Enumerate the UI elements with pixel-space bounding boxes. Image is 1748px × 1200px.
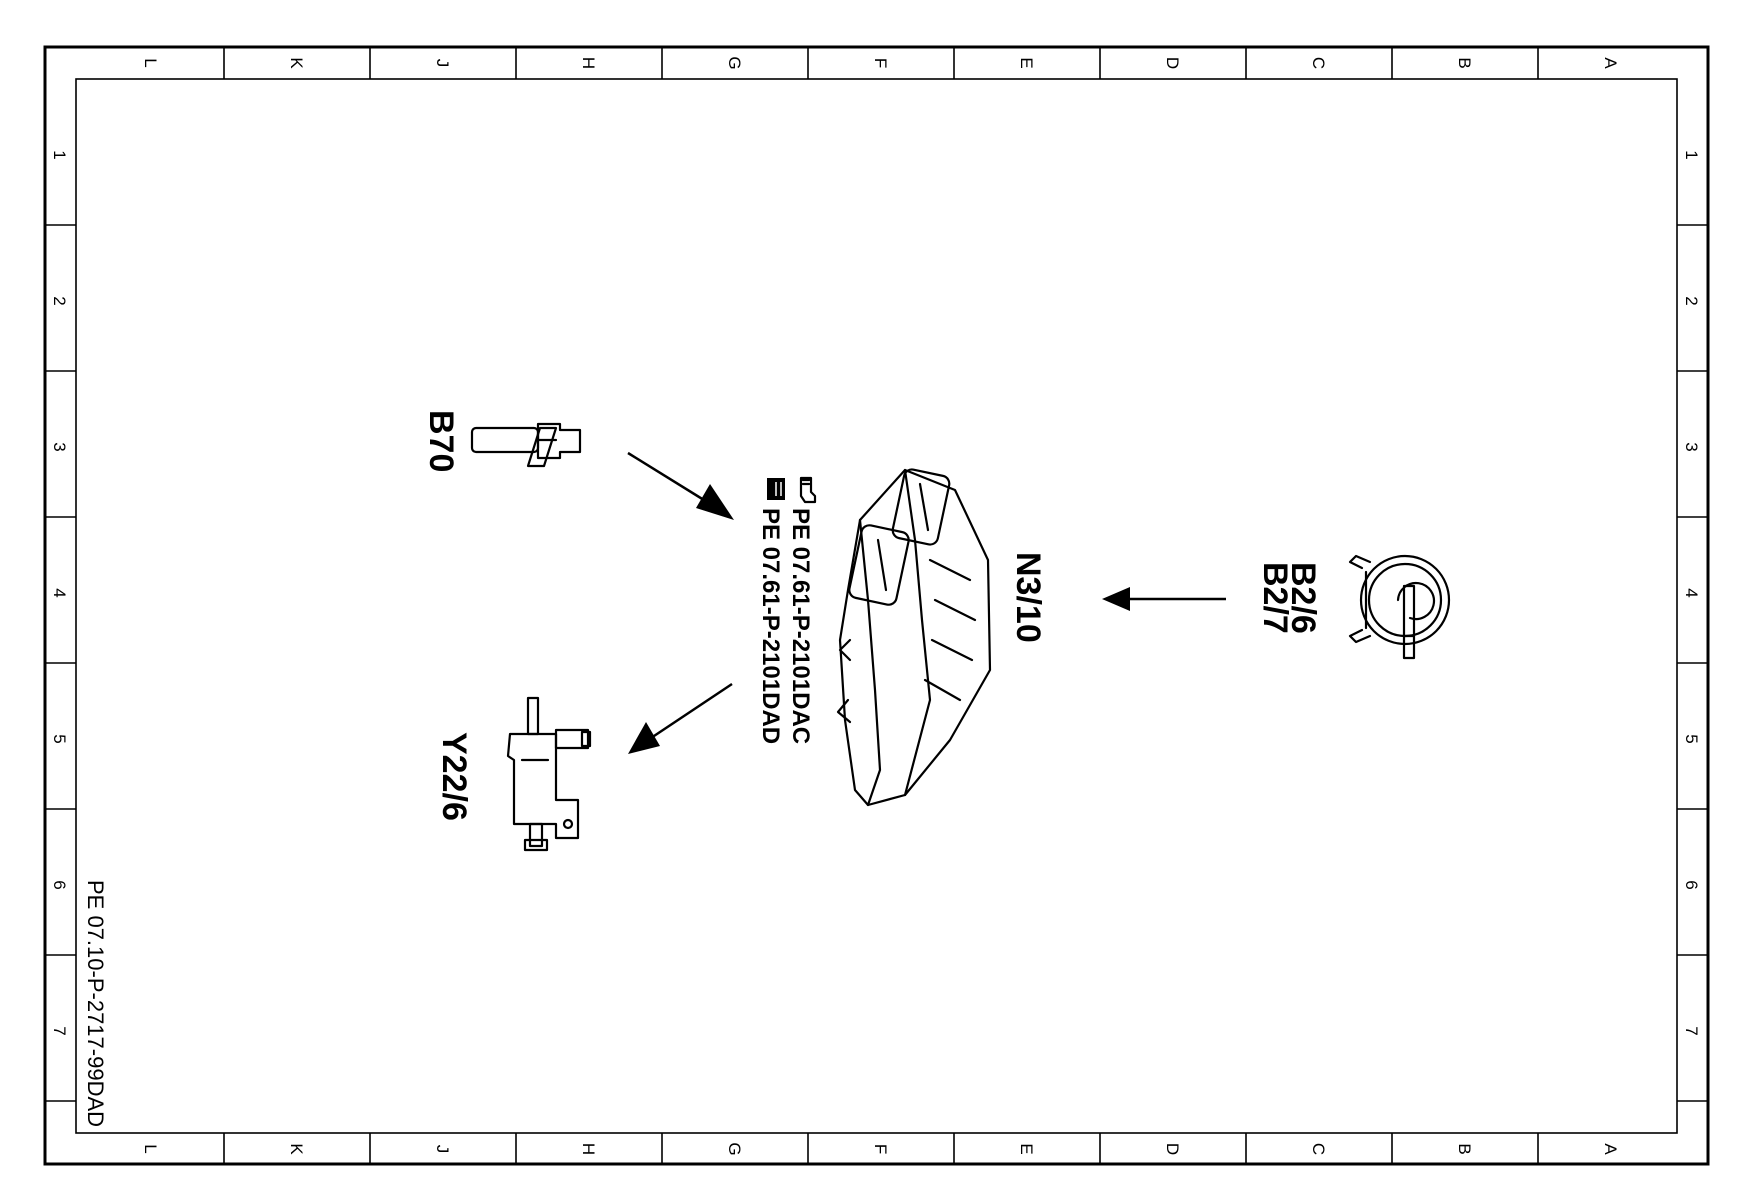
frame-ticks: [45, 47, 1708, 1164]
outer-frame: [43, 45, 1710, 1166]
row-label-right: 5: [1682, 734, 1701, 743]
reference-2: PE 07.61-P-2101DAD: [757, 478, 785, 744]
pointing-hand-icon: [799, 476, 817, 504]
row-label-left: 2: [50, 296, 69, 305]
row-label-right: 2: [1682, 296, 1701, 305]
column-label-bottom: D: [1163, 1143, 1182, 1155]
arrow-b70-to-ecu: [627, 451, 734, 520]
column-label-top: E: [1017, 57, 1036, 68]
column-label-top: J: [433, 59, 452, 68]
column-label-top: F: [871, 58, 890, 68]
row-label-right: 6: [1682, 880, 1701, 889]
inner-frame: [75, 78, 1678, 1134]
valve-y22-6-label: Y22/6: [435, 732, 473, 821]
row-label-left: 5: [50, 734, 69, 743]
control-unit-label: N3/10: [1009, 552, 1047, 643]
arrow-ecu-to-valve: [628, 682, 733, 754]
column-label-bottom: A: [1601, 1143, 1620, 1155]
sensor-b70-label: B70: [422, 410, 460, 472]
column-label-top: C: [1309, 57, 1328, 69]
column-label-top: H: [579, 57, 598, 69]
row-label-right: 1: [1682, 150, 1701, 159]
column-label-top: K: [287, 57, 306, 69]
sensor-b2-7-label: B2/7: [1256, 562, 1294, 634]
engine-control-unit-icon: [836, 468, 992, 807]
row-label-left: 1: [50, 150, 69, 159]
row-label-right: 7: [1682, 1026, 1701, 1035]
row-label-left: 6: [50, 880, 69, 889]
column-label-bottom: B: [1455, 1143, 1474, 1154]
column-label-top: L: [141, 58, 160, 67]
sensor-b2-6-label: B2/6: [1284, 562, 1322, 634]
changeover-valve-icon: [506, 696, 592, 852]
column-label-top: B: [1455, 57, 1474, 68]
row-labels-right: 1 2 3 4 5 6 7: [1682, 150, 1701, 1035]
column-label-bottom: G: [725, 1142, 744, 1155]
column-label-bottom: H: [579, 1143, 598, 1155]
row-label-left: 3: [50, 442, 69, 451]
reference-2-text: PE 07.61-P-2101DAD: [757, 508, 784, 744]
row-labels-left: 1 2 3 4 5 6 7: [50, 150, 69, 1035]
pointing-hand-book-icon: [767, 478, 785, 500]
crankshaft-sensor-icon: [470, 422, 582, 468]
row-label-left: 7: [50, 1026, 69, 1035]
row-label-right: 4: [1682, 588, 1701, 597]
column-label-bottom: K: [287, 1143, 306, 1155]
document-number: PE 07.10-P-2717-99DAD: [83, 880, 108, 1127]
column-label-top: D: [1163, 57, 1182, 69]
hot-film-mass-air-flow-sensor-icon: [1348, 554, 1451, 660]
arrow-sensors-to-ecu: [1102, 587, 1226, 611]
row-label-left: 4: [50, 588, 69, 597]
column-label-bottom: E: [1017, 1143, 1036, 1154]
row-label-right: 3: [1682, 442, 1701, 451]
reference-1-text: PE 07.61-P-2101DAC: [787, 508, 814, 744]
column-label-bottom: J: [433, 1145, 452, 1154]
column-label-bottom: F: [871, 1144, 890, 1154]
column-label-bottom: C: [1309, 1143, 1328, 1155]
column-label-top: A: [1601, 57, 1620, 69]
column-label-bottom: L: [141, 1144, 160, 1153]
reference-1: PE 07.61-P-2101DAC: [787, 476, 817, 744]
column-label-top: G: [725, 56, 744, 69]
